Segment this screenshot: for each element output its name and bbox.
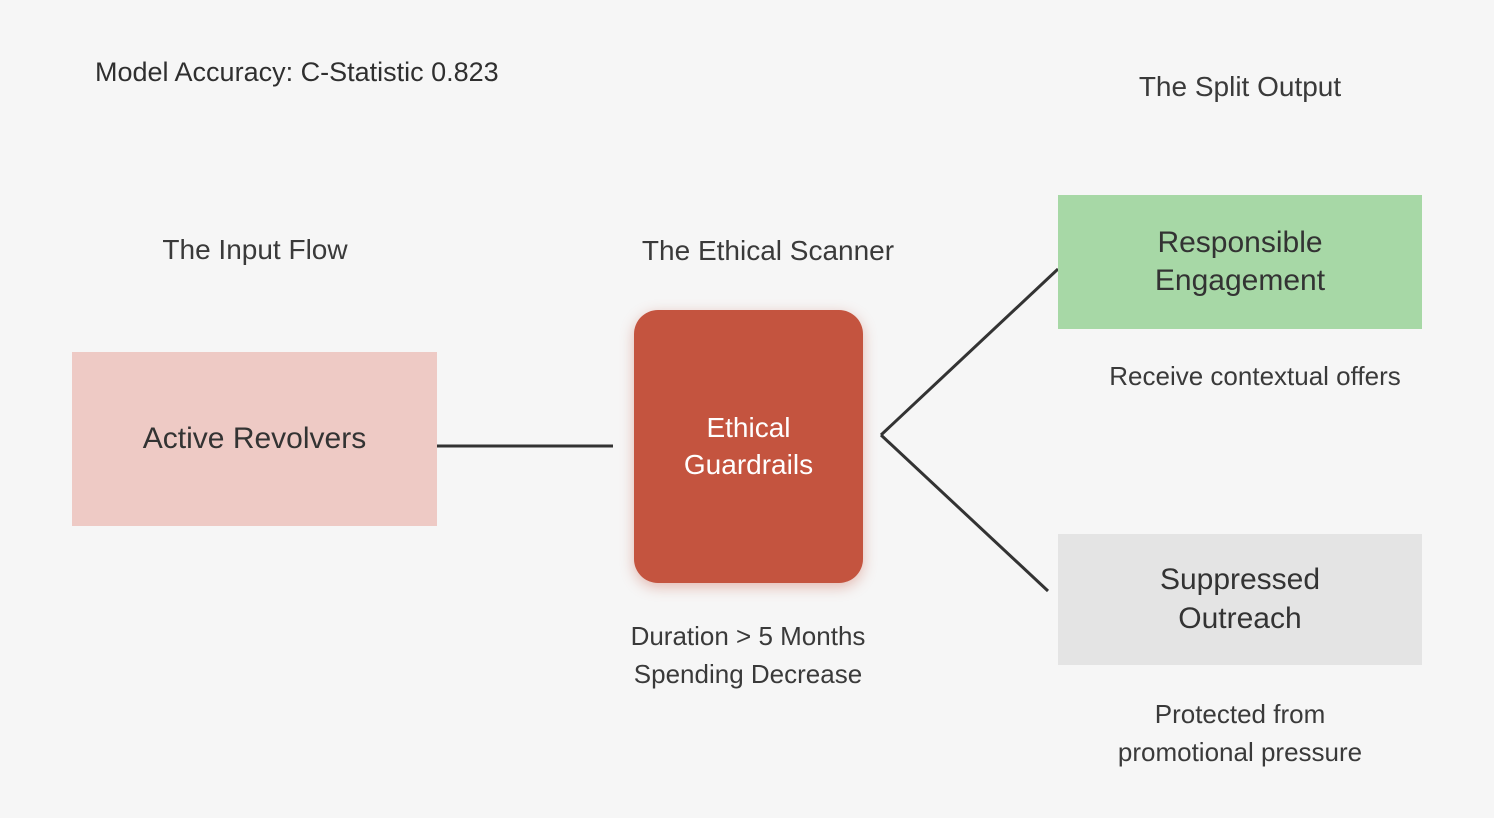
caption-responsible-engagement: Receive contextual offers <box>1109 361 1401 391</box>
section-heading-input-flow: The Input Flow <box>162 234 348 265</box>
connector-scanner-branch-down <box>879 433 1050 593</box>
connector-scanner-branch-up <box>879 267 1060 437</box>
section-heading-ethical-scanner: The Ethical Scanner <box>641 235 895 266</box>
node-active-revolvers[interactable]: Active Revolvers <box>72 352 437 526</box>
model-accuracy-note: Model Accuracy: C-Statistic 0.823 <box>95 57 499 87</box>
section-heading-split-output: The Split Output <box>1138 71 1342 102</box>
